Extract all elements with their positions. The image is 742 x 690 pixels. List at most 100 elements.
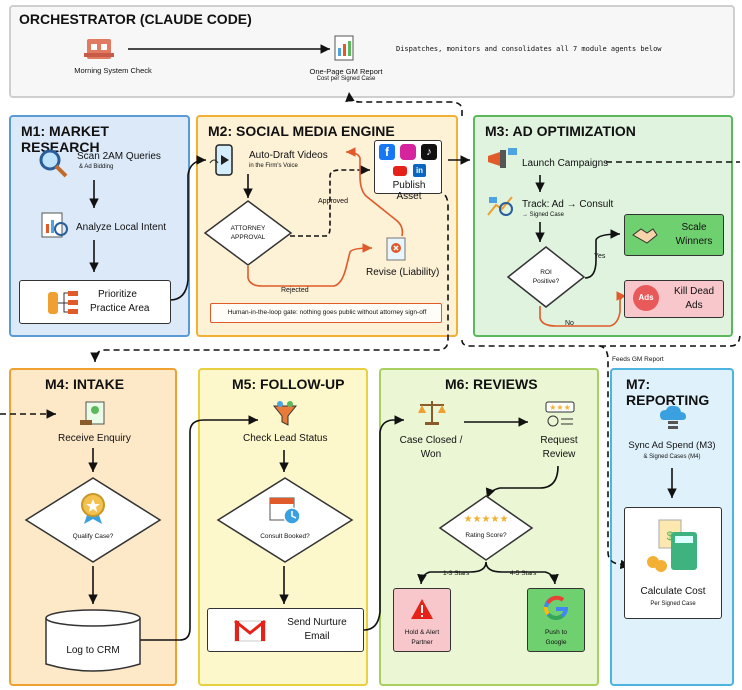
orchestrator-panel: ORCHESTRATOR (CLAUDE CODE) <box>9 5 735 98</box>
m5-nurture-box: Send Nurture Email <box>207 608 364 652</box>
m5-nurture-label-2: Email <box>304 631 330 642</box>
m2-draft-label: Auto-Draft Videos <box>249 150 328 161</box>
m4-qualify-diamond: Qualify Case? <box>24 476 162 564</box>
m5-check-label: Check Lead Status <box>243 433 328 444</box>
m1-scan-sublabel: & Ad Bidding <box>79 164 114 170</box>
m2-publish-box: f ♪ in Publish Asset <box>374 140 442 202</box>
m1-title: M1: MARKET RESEARCH <box>21 123 109 155</box>
m6-request-label-1: Request <box>540 435 578 446</box>
m3-scale-label-2: Winners <box>675 236 713 247</box>
m6-high-label: 4-5 Stars <box>510 570 537 577</box>
m3-kill-label-2: Ads <box>685 300 703 311</box>
m2-title: M2: SOCIAL MEDIA ENGINE <box>208 123 395 139</box>
analysis-icon <box>40 210 70 240</box>
m6-closed-label-2: Won <box>420 449 442 460</box>
m7-calc-box: $ Calculate Cost Per Signed Case <box>624 507 722 619</box>
morning-check-label: Morning System Check <box>74 66 152 75</box>
report-label: One-Page GM Report <box>309 67 383 76</box>
m4-receive-label: Receive Enquiry <box>58 433 131 444</box>
m2-gate-text: Human-in-the-loop gate: nothing goes pub… <box>227 309 427 316</box>
morning-check-icon <box>84 35 114 63</box>
orchestrator-title: ORCHESTRATOR (CLAUDE CODE) <box>19 11 252 27</box>
m3-scale-label-1: Scale <box>681 222 707 233</box>
m6-push-box: Push to Google <box>527 588 585 652</box>
m4-crm-label: Log to CRM <box>66 645 120 656</box>
m6-push-label-2: Google <box>545 639 567 646</box>
svg-text:$: $ <box>667 529 674 543</box>
m2-draft-sublabel: in the Firm's Voice <box>249 163 298 169</box>
orchestrator-note: Dispatches, monitors and consolidates al… <box>396 45 662 53</box>
database-tree-icon <box>46 290 80 316</box>
m6-hold-box: Hold & Alert Partner <box>393 588 451 652</box>
m2-gate-banner: Human-in-the-loop gate: nothing goes pub… <box>210 303 442 323</box>
facebook-icon: f <box>379 144 395 160</box>
m5-consult-diamond: Consult Booked? <box>216 476 354 564</box>
gmail-icon <box>234 619 266 643</box>
m2-publish-label: Publish Asset <box>392 180 426 202</box>
calendar-clock-icon <box>268 494 302 526</box>
youtube-icon <box>393 166 407 176</box>
report-icon <box>333 34 355 62</box>
m6-request-label-2: Review <box>542 449 576 460</box>
megaphone-icon <box>484 146 518 172</box>
m6-hold-label-1: Hold & Alert <box>404 629 440 636</box>
m2-approved-label: Approved <box>318 198 348 205</box>
magnifier-icon <box>38 148 68 178</box>
report-sublabel: Cost per Signed Case <box>316 76 376 82</box>
m2-approval-label-2: APPROVAL <box>230 234 266 241</box>
m3-title: M3: AD OPTIMIZATION <box>485 123 636 139</box>
m3-track-sublabel: → Signed Case <box>522 212 565 218</box>
cloud-sync-icon <box>658 404 688 432</box>
m3-roi-label-1: ROI <box>540 269 552 276</box>
m3-launch-label: Launch Campaigns <box>522 158 609 169</box>
m3-yes-label: Yes <box>594 253 606 260</box>
funnel-icon <box>271 400 299 428</box>
revise-doc-icon <box>384 236 412 262</box>
m6-rating-label: Rating Score? <box>465 532 507 539</box>
m4-crm-cylinder: Log to CRM <box>44 608 142 676</box>
m2-rejected-label: Rejected <box>281 287 309 294</box>
linkedin-icon: in <box>413 164 426 177</box>
m7-sync-label: Sync Ad Spend (M3) <box>628 440 716 451</box>
m1-prioritize-label-1: Prioritize <box>98 289 137 300</box>
m2-approval-label-1: ATTORNEY <box>230 225 266 232</box>
m3-kill-label-1: Kill Dead <box>673 286 715 297</box>
video-phone-icon <box>208 143 240 177</box>
m1-prioritize-box: Prioritize Practice Area <box>19 280 171 324</box>
m4-title: M4: INTAKE <box>45 376 125 392</box>
m3-kill-box: Ads Kill Dead Ads <box>624 280 724 318</box>
m6-title: M6: REVIEWS <box>445 376 538 392</box>
m5-title: M5: FOLLOW-UP <box>232 376 345 392</box>
m6-push-label-1: Push to <box>544 629 568 636</box>
m6-hold-label-2: Partner <box>411 639 433 646</box>
award-badge-icon <box>80 492 106 526</box>
scales-icon <box>416 398 448 426</box>
svg-text:★★★: ★★★ <box>549 403 571 412</box>
gavel-doc-icon <box>78 400 108 428</box>
m7-title: M7: REPORTING <box>626 376 710 408</box>
m3-scale-box: Scale Winners <box>624 214 724 256</box>
m6-closed-label-1: Case Closed / <box>399 435 463 446</box>
ads-block-icon: Ads <box>633 285 659 311</box>
m7-sync-sublabel: & Signed Cases (M4) <box>643 454 701 460</box>
m1-scan-label: Scan 2AM Queries <box>77 151 161 162</box>
m4-qualify-label: Qualify Case? <box>72 533 114 540</box>
m2-approval-diamond: ATTORNEY APPROVAL <box>203 199 293 267</box>
instagram-icon <box>400 144 416 160</box>
m3-roi-label-2: Positive? <box>532 278 560 285</box>
handshake-icon <box>631 223 659 247</box>
review-card-icon: ★★★ <box>544 400 576 430</box>
m3-roi-diamond: ROI Positive? <box>506 245 586 309</box>
m1-prioritize-label-2: Practice Area <box>90 303 150 314</box>
tracking-icon <box>486 193 518 219</box>
m5-consult-label: Consult Booked? <box>260 533 310 540</box>
m3-no-label: No <box>565 320 574 327</box>
m1-analyze-label: Analyze Local Intent <box>76 222 167 233</box>
m5-nurture-label-1: Send Nurture <box>287 617 347 628</box>
m3-track-label: Track: Ad → Consult <box>522 199 614 210</box>
m6-stars: ★★★★★ <box>463 514 509 525</box>
tiktok-icon: ♪ <box>421 144 437 160</box>
alert-icon <box>409 597 435 621</box>
m6-rating-diamond: ★★★★★ Rating Score? <box>438 494 534 562</box>
m7-calc-label: Calculate Cost <box>640 586 706 597</box>
